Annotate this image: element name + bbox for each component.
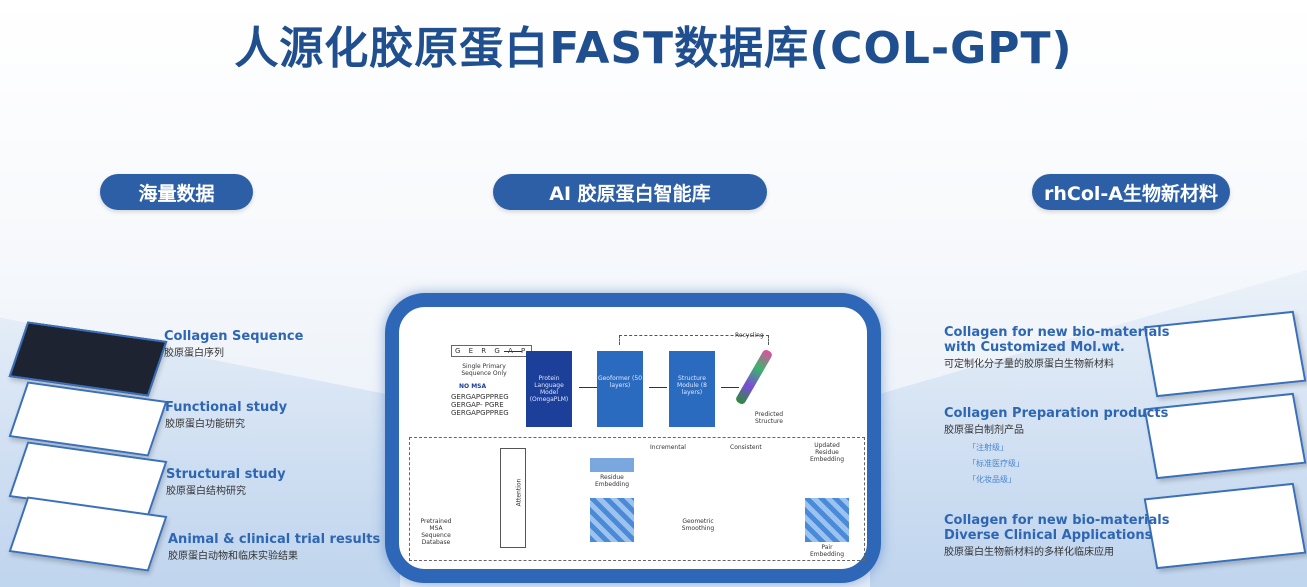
ai-diagram-frame: G E R G A P Single Primary Sequence Only… bbox=[385, 293, 881, 583]
no-msa-label: NO MSA bbox=[459, 383, 487, 390]
pair-embedding-label: Pair Embedding bbox=[809, 544, 845, 558]
recycling-loop bbox=[619, 335, 769, 345]
residue-embedding-label: Residue Embedding bbox=[594, 474, 630, 488]
incremental-label: Incremental bbox=[650, 444, 686, 451]
sequence-caption: Single Primary Sequence Only bbox=[461, 363, 507, 377]
updated-pair-grid bbox=[805, 498, 849, 542]
residue-embedding-block bbox=[590, 458, 634, 472]
pill-mass-data: 海量数据 bbox=[100, 174, 253, 210]
pill-ai-collagen-library: AI 胶原蛋白智能库 bbox=[493, 174, 767, 210]
block-structure-module: Structure Module (8 layers) bbox=[669, 351, 715, 427]
grade-cosmetic: 「化妆品级」 bbox=[968, 475, 1016, 484]
pill-biomaterials: rhCol-A生物新材料 bbox=[1032, 174, 1230, 210]
protein-structure-icon bbox=[734, 348, 774, 406]
predicted-structure-label: Predicted Structure bbox=[754, 411, 784, 425]
pair-embedding-grid bbox=[590, 498, 634, 542]
lower-detail-panel: Pretrained MSA Sequence Database Attenti… bbox=[409, 437, 865, 561]
geometric-smoothing-label: Geometric Smoothing bbox=[681, 518, 715, 532]
attention-block: Attention bbox=[500, 448, 526, 548]
pretrained-db-label: Pretrained MSA Sequence Database bbox=[420, 518, 452, 546]
updated-embedding-label: Updated Residue Embedding bbox=[809, 442, 845, 463]
grade-injection: 「注射级」 bbox=[968, 443, 1008, 452]
consistent-label: Consistent bbox=[730, 444, 762, 451]
block-protein-lm: Protein Language Model (OmegaPLM) bbox=[526, 351, 572, 427]
grade-medical: 「标准医疗级」 bbox=[968, 459, 1024, 468]
block-geoformer: Geoformer (50 layers) bbox=[597, 351, 643, 427]
page-title: 人源化胶原蛋白FAST数据库(COL-GPT) bbox=[234, 23, 1073, 74]
recycling-label: Recycling bbox=[735, 332, 764, 339]
